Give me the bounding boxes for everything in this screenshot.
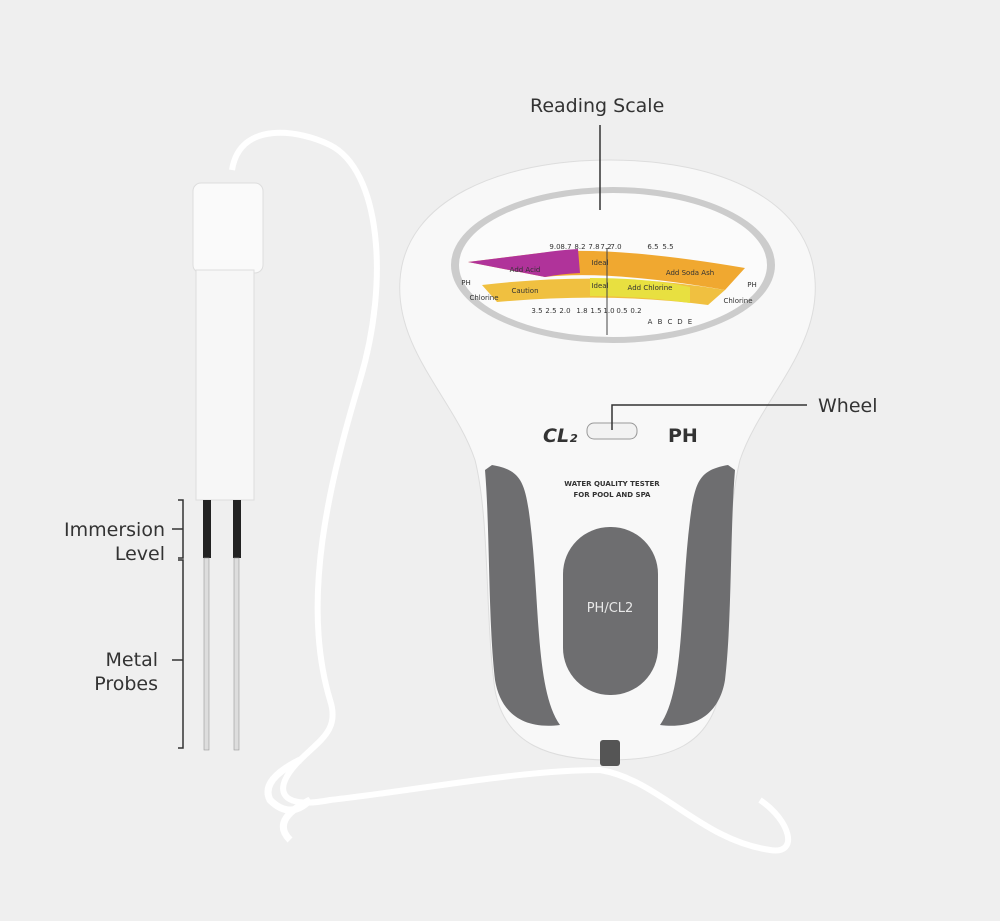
chlorine-zone-label: Add Chlorine [628,284,673,292]
ph-tick-label: 7.0 [610,243,621,251]
probes-bracket [172,559,184,749]
ph-acid-zone [468,249,580,277]
callout-line: Immersion [64,519,165,541]
chlorine-tick-label: 0.5 [616,307,627,315]
tagline-line-1: WATER QUALITY TESTER [564,480,660,488]
coiled-cable [264,756,313,843]
color-letter: D [677,318,682,326]
chlorine-tick-label: 3.5 [531,307,542,315]
chlorine-zone-label: Caution [511,287,538,295]
callout-metal-probes: Metal Probes [40,648,158,696]
ph-tick-label: 5.5 [662,243,673,251]
ph-label: PH [668,425,698,447]
color-letter: E [688,318,692,326]
panel [563,527,658,695]
chlorine-add-zone [590,278,690,303]
wheel-leader [611,404,807,430]
panel-label: PH/CL2 [587,601,634,616]
ph-tick-label: 9.0 [549,243,560,251]
probe-cap [192,182,264,274]
scale-chlorine-right-label: Chlorine [723,297,752,305]
chlorine-tick-label: 1.8 [576,307,587,315]
callout-wheel: Wheel [818,395,878,417]
cable-connector [600,740,620,766]
callout-line: Level [114,543,165,565]
immersion-mark-left [203,500,211,558]
probe-cable [229,129,791,854]
tagline-line-2: FOR POOL AND SPA [574,491,652,499]
chlorine-tick-label: 2.5 [545,307,556,315]
ph-zone-label: Ideal [591,259,608,267]
ph-tick-label: 8.2 [574,243,585,251]
chlorine-tick-label: 1.5 [590,307,601,315]
cl2-label: CL₂ [543,425,578,447]
chlorine-tick-label: 2.0 [559,307,570,315]
callout-line: Metal [105,649,158,671]
color-letter: B [658,318,663,326]
metal-probe-left [203,557,210,751]
ph-tick-label: 6.5 [647,243,658,251]
grip-left [485,465,560,726]
ph-tick-label: 7.8 [588,243,599,251]
chlorine-tick-label: 0.2 [630,307,641,315]
scale-ph-right-label: PH [747,281,757,289]
immersion-mark-right [233,500,241,558]
callout-immersion-level: Immersion Level [40,518,165,566]
color-letter: C [668,318,673,326]
probe-handle [195,269,255,501]
ph-tick-label: 8.7 [560,243,571,251]
metal-probe-right [233,557,240,751]
scale-chlorine-left-label: Chlorine [469,294,498,302]
callout-reading-scale: Reading Scale [530,95,665,117]
immersion-bracket [172,499,184,559]
color-letter: A [648,318,653,326]
chlorine-tick-label: 1.0 [603,307,614,315]
ph-zone-label: Add Soda Ash [666,269,714,277]
ph-tick-label: 7.2 [600,243,611,251]
scale-ph-left-label: PH [461,279,471,287]
grip-right [660,465,735,726]
callout-line: Probes [94,673,158,695]
chlorine-zone-label: Ideal [591,282,608,290]
ph-zone-label: Add Acid [510,266,541,274]
